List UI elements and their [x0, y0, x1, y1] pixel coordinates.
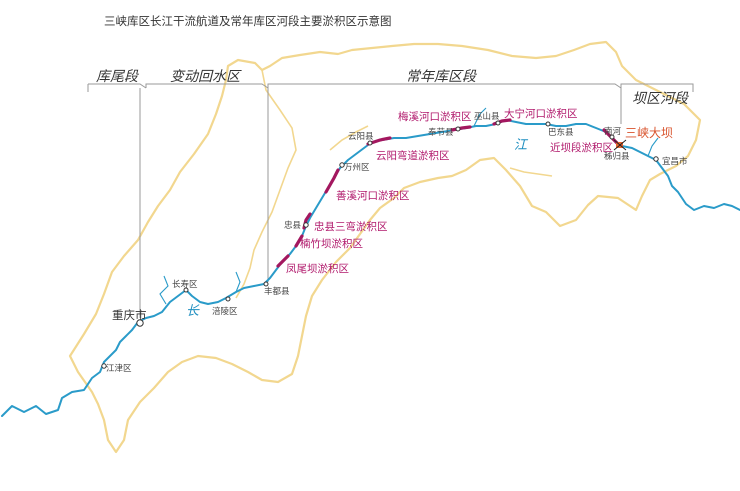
label-silt-nanzhuba: 楠竹坝淤积区 — [300, 237, 363, 250]
marker-zigui — [609, 134, 615, 140]
marker-wushan — [495, 120, 501, 126]
label-jiangjin: 江津区 — [106, 363, 132, 374]
divider-bracket-baqu — [620, 83, 694, 92]
label-silt-zhongxian3: 忠县三弯淤积区 — [314, 220, 388, 233]
label-fengjie: 奉节县 — [428, 127, 454, 138]
label-silt-meixihe: 梅溪河口淤积区 — [398, 110, 472, 123]
label-dam: 三峡大坝 — [625, 126, 673, 140]
label-chongqing: 重庆市 — [112, 308, 147, 322]
marker-badong — [545, 121, 551, 127]
label-fuling: 涪陵区 — [212, 306, 238, 317]
label-fengdu: 丰都县 — [264, 286, 290, 297]
marker-wanzhou — [339, 162, 345, 168]
label-zigui: 秭归县 — [604, 151, 630, 162]
river-char-chang: 长 — [186, 304, 200, 319]
tributary — [159, 275, 169, 305]
marker-fengdu — [263, 281, 269, 287]
section-label-biandong: 变动回水区 — [170, 69, 240, 85]
label-wushan: 巫山县 — [474, 111, 500, 122]
marker-jiangjin — [101, 363, 107, 369]
tributary — [473, 107, 487, 127]
marker-zhongxian — [303, 222, 309, 228]
marker-changshou — [183, 287, 189, 293]
marker-fuling — [225, 296, 231, 302]
label-wanzhou: 万州区 — [344, 163, 370, 173]
silt-nanzhu — [294, 234, 304, 248]
tributary — [235, 271, 241, 293]
divider-bracket-biandong — [145, 83, 269, 89]
marker-yunyang — [367, 140, 373, 146]
label-silt-shanxi: 善溪河口淤积区 — [336, 189, 410, 202]
label-zhongxian: 忠县 — [284, 221, 302, 231]
label-silt-daninghe: 大宁河口淤积区 — [504, 107, 578, 120]
marker-chongqing — [136, 319, 144, 327]
river-char-jiang: 江 — [514, 138, 529, 153]
silt-segments — [276, 118, 620, 268]
divider-bracket-changnian — [267, 83, 622, 89]
inner-boundary-3 — [509, 167, 553, 177]
section-label-baqu: 坝区河段 — [632, 91, 688, 107]
reservoir-boundary — [68, 40, 702, 454]
silt-shanxi — [324, 168, 340, 194]
inner-boundary-2 — [329, 125, 369, 151]
silt-meixihe — [450, 125, 472, 132]
silt-fengwei — [276, 254, 290, 268]
label-yunyang: 云阳县 — [348, 132, 374, 142]
divider-bracket-kuwei — [87, 83, 147, 92]
tributary — [647, 137, 659, 157]
label-nanhe: 南河 — [604, 126, 622, 137]
marker-yichang — [653, 156, 659, 162]
map-title: 三峡库区长江干流航道及常年库区河段主要淤积区示意图 — [104, 14, 392, 28]
label-badong: 巴东县 — [548, 127, 574, 138]
marker-fengjie — [455, 126, 461, 132]
section-label-changnian: 常年库区段 — [406, 69, 476, 85]
dam-icon — [613, 139, 627, 151]
section-dividers — [87, 83, 694, 318]
city-markers — [101, 120, 659, 369]
label-yichang: 宜昌市 — [662, 156, 688, 167]
label-silt-jinba: 近坝段淤积区 — [550, 141, 613, 154]
label-silt-yunyangwan: 云阳弯道淤积区 — [376, 149, 450, 162]
section-label-kuwei: 库尾段 — [96, 69, 138, 85]
inner-boundary — [235, 69, 297, 299]
label-changshou: 长寿区 — [172, 279, 198, 290]
label-silt-fengweiba: 凤尾坝淤积区 — [286, 262, 349, 275]
